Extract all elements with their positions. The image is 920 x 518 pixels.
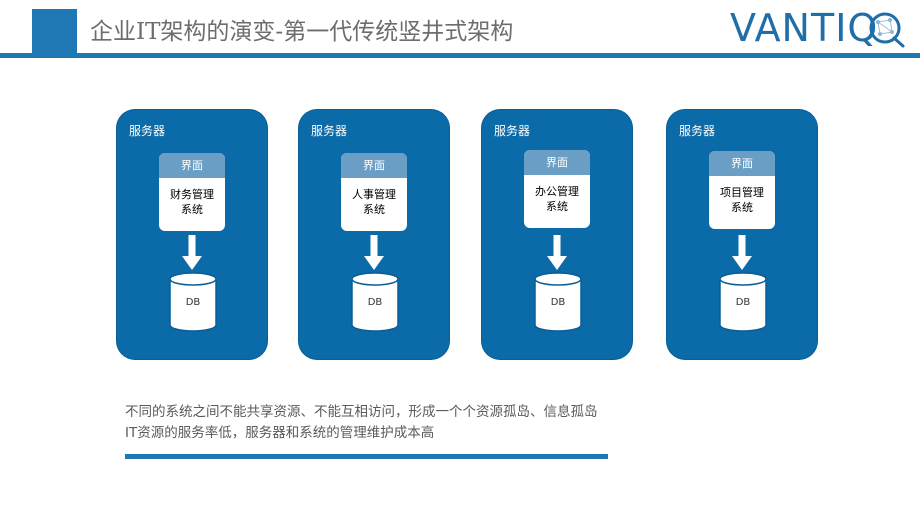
db-label: DB: [550, 297, 566, 308]
server-project: 服务器 界面 项目管理系统 DB: [667, 110, 817, 359]
server-label: 服务器: [494, 124, 531, 138]
vantiq-logo: VANTIQ: [730, 6, 912, 50]
header-divider: [0, 53, 920, 58]
server-office: 服务器 界面 办公管理系统 DB: [482, 110, 632, 359]
db-label: DB: [735, 297, 751, 308]
database-icon: [169, 272, 217, 332]
database-icon: [351, 272, 399, 332]
app-box-office: 界面 办公管理系统: [524, 150, 590, 228]
db-label: DB: [367, 297, 383, 308]
description: 不同的系统之间不能共享资源、不能互相访问，形成一个个资源孤岛、信息孤岛 IT资源…: [125, 402, 598, 444]
logo-network-icon: [869, 12, 905, 48]
description-line-2: IT资源的服务率低，服务器和系统的管理维护成本高: [125, 425, 435, 441]
app-box-finance: 界面 财务管理系统: [159, 153, 225, 231]
app-box-hr: 界面 人事管理系统: [341, 153, 407, 231]
arrow-down-icon: [364, 235, 384, 270]
arrow-down-icon: [182, 235, 202, 270]
app-name: 项目管理系统: [720, 186, 764, 214]
app-box-project: 界面 项目管理系统: [709, 151, 775, 229]
header-accent-square: [32, 9, 77, 54]
server-hr: 服务器 界面 人事管理系统 DB: [299, 110, 449, 359]
server-label: 服务器: [129, 124, 166, 138]
app-name: 人事管理系统: [352, 188, 396, 216]
app-interface-header: 界面: [159, 153, 225, 178]
arrow-down-icon: [732, 235, 752, 270]
arrow-down-icon: [547, 235, 567, 270]
server-label: 服务器: [679, 124, 716, 138]
database-icon: [534, 272, 582, 332]
app-interface-header: 界面: [524, 150, 590, 175]
database-office: DB: [533, 271, 583, 333]
app-name: 财务管理系统: [170, 188, 214, 216]
database-finance: DB: [168, 271, 218, 333]
database-project: DB: [718, 271, 768, 333]
logo-text: VANTIQ: [730, 6, 879, 50]
description-underline: [125, 454, 608, 459]
app-interface-header: 界面: [341, 153, 407, 178]
server-finance: 服务器 界面 财务管理系统 DB: [117, 110, 267, 359]
app-name: 办公管理系统: [535, 185, 579, 213]
database-hr: DB: [350, 271, 400, 333]
app-interface-header: 界面: [709, 151, 775, 176]
server-label: 服务器: [311, 124, 348, 138]
description-line-1: 不同的系统之间不能共享资源、不能互相访问，形成一个个资源孤岛、信息孤岛: [125, 404, 598, 420]
page-title: 企业IT架构的演变-第一代传统竖井式架构: [90, 19, 514, 45]
db-label: DB: [185, 297, 201, 308]
database-icon: [719, 272, 767, 332]
